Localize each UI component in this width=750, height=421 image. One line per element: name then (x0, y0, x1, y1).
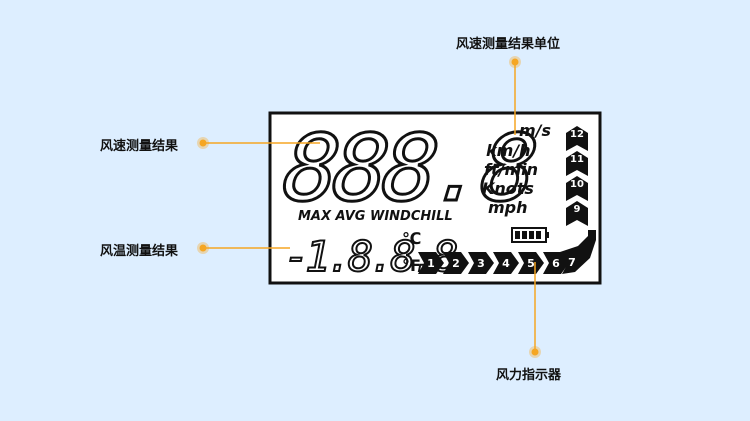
unit-mph: mph (488, 198, 528, 217)
fahrenheit-label: °F (402, 256, 421, 275)
unit-ft-min: ft/min (484, 160, 538, 179)
mode-labels: MAX AVG WINDCHILL (298, 209, 453, 224)
scale-5: 5 (527, 257, 535, 270)
scale-right (566, 126, 588, 226)
label-wind-speed: 风速测量结果 (100, 139, 179, 154)
unit-list: m/s km/h ft/min Knots mph (482, 121, 551, 217)
scale-2: 2 (452, 257, 460, 270)
scale-right-labels: 8 9 10 11 12 (570, 129, 584, 240)
scale-7: 7 (568, 256, 576, 269)
unit-km-h: km/h (486, 141, 531, 160)
scale-11: 11 (570, 154, 584, 165)
scale-1: 1 (427, 257, 435, 270)
unit-knots: Knots (482, 179, 534, 198)
scale-10: 10 (570, 179, 584, 190)
wind-force-scale: 1 2 3 4 5 6 7 8 9 10 11 12 (418, 126, 596, 274)
scale-3: 3 (477, 257, 485, 270)
scale-12: 12 (570, 129, 584, 140)
scale-8: 8 (574, 229, 581, 240)
callout-dots (197, 56, 541, 358)
battery-icon (511, 227, 549, 243)
label-wind-temp: 风温测量结果 (100, 244, 179, 259)
scale-bottom (418, 252, 569, 274)
scale-corner-7 (560, 230, 596, 274)
label-wind-force: 风力指示器 (496, 368, 562, 383)
unit-m-s: m/s (519, 121, 551, 140)
main-digits: 888.8 (279, 114, 539, 222)
scale-bottom-labels: 1 2 3 4 5 6 (427, 257, 560, 270)
scale-6: 6 (552, 257, 560, 270)
callout-lines (205, 62, 536, 350)
label-wind-speed-unit: 风速测量结果单位 (456, 37, 561, 52)
celsius-label: ℃ (402, 229, 421, 248)
scale-4: 4 (502, 257, 510, 270)
scale-9: 9 (574, 204, 581, 215)
